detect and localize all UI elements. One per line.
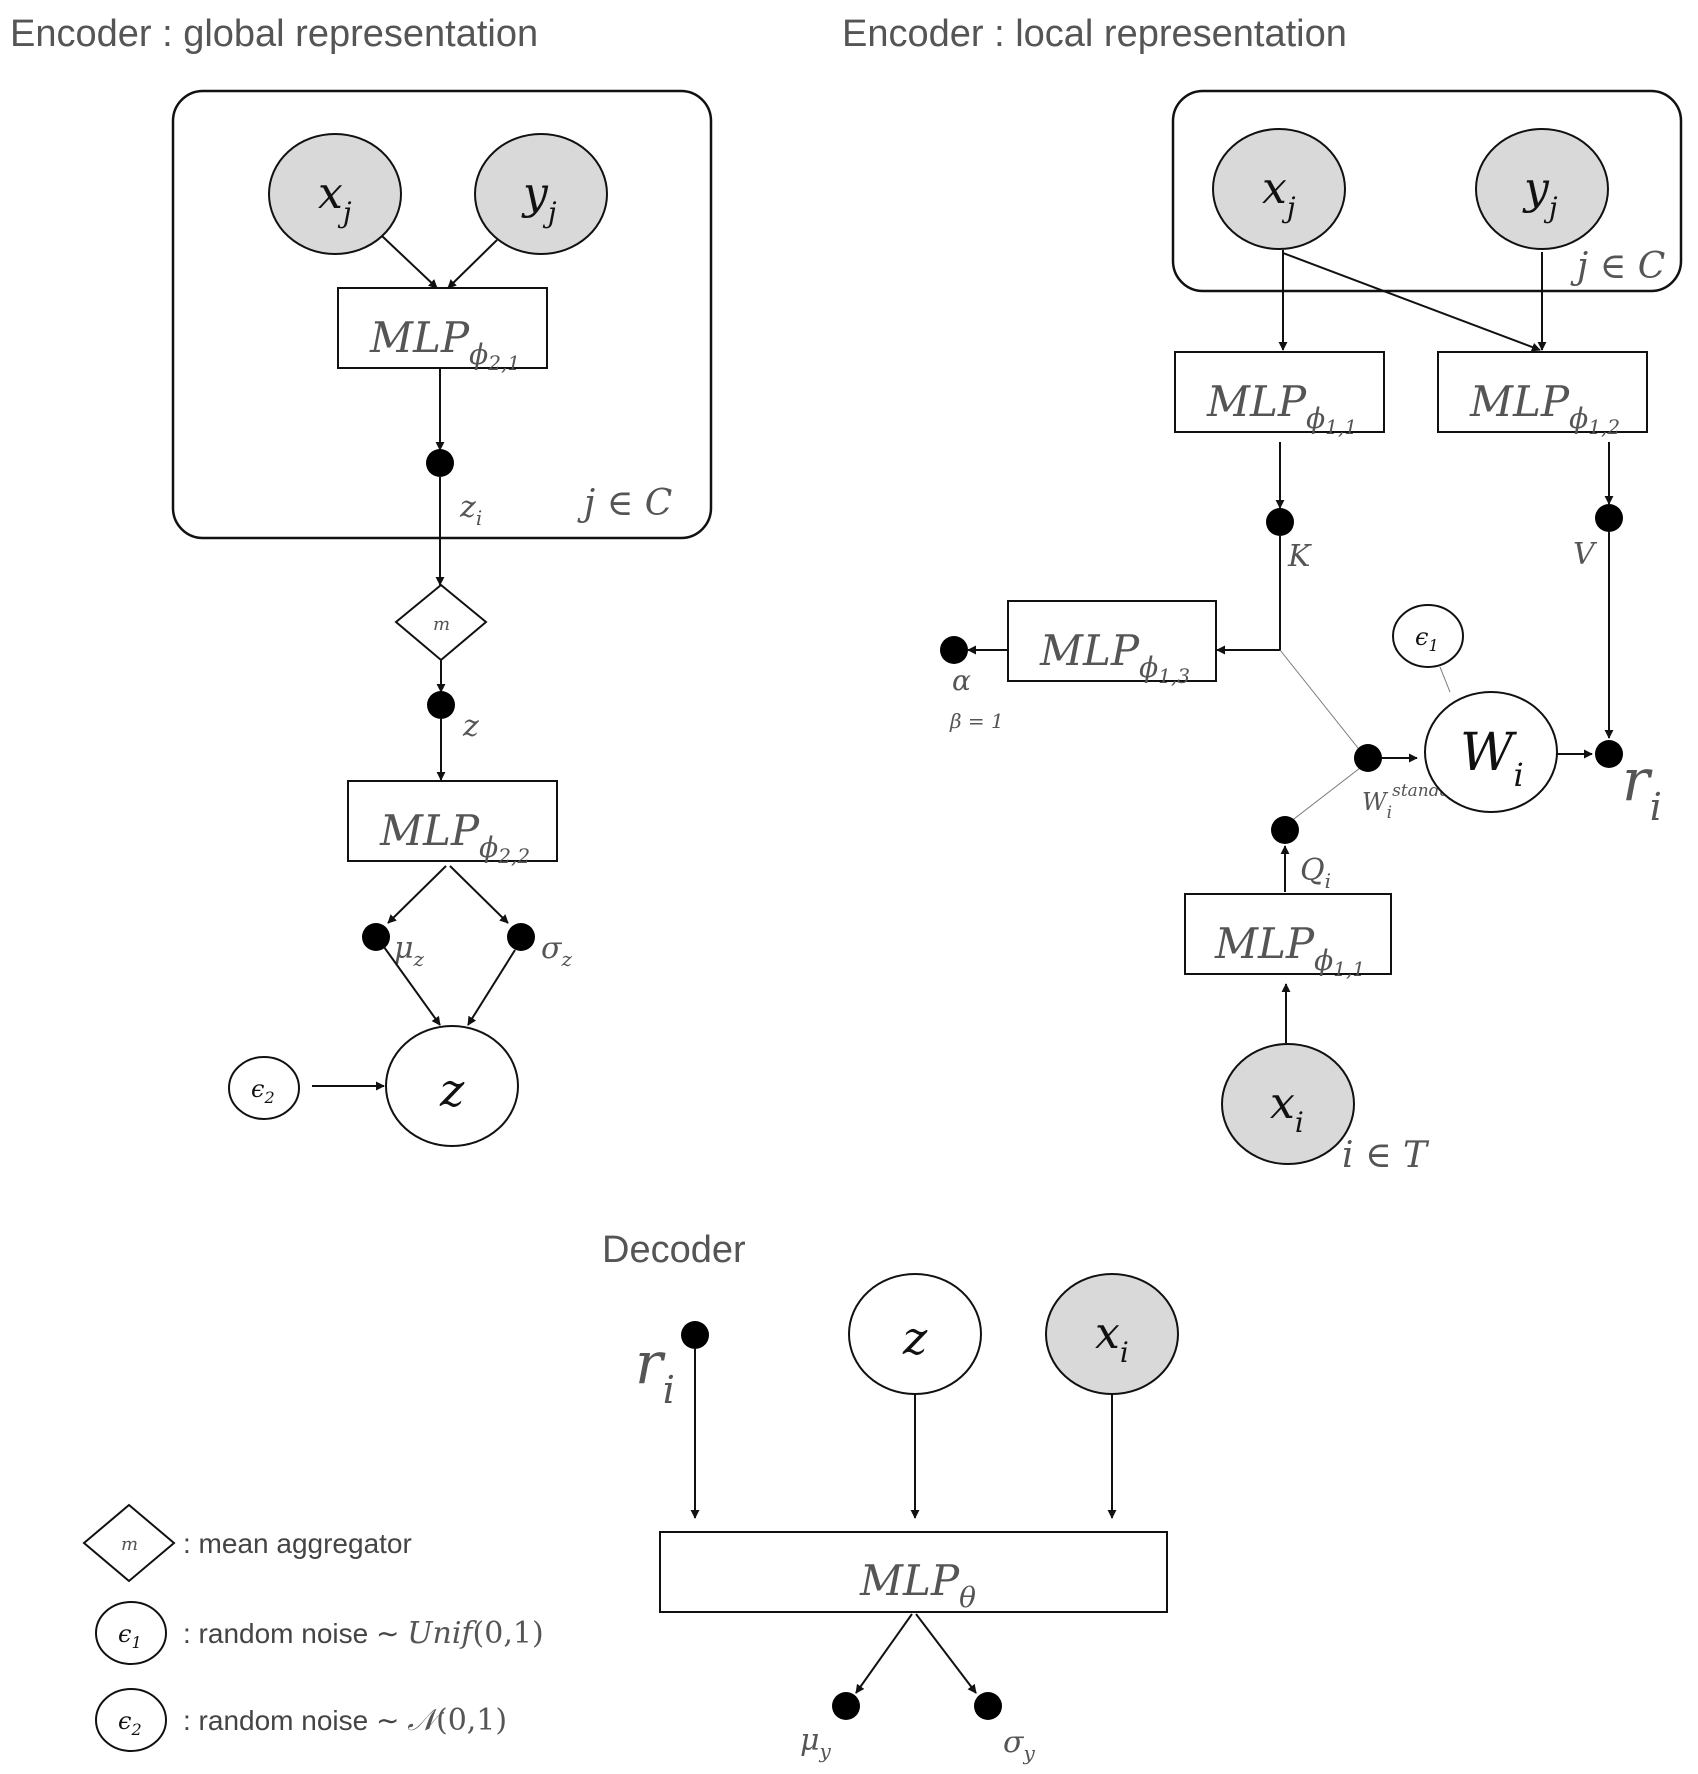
legend-aggregator-label: : mean aggregator [183, 1528, 412, 1559]
legend-eps2-node [95, 1688, 167, 1752]
node-W-label: Wi [1460, 723, 1524, 794]
node-eps1 [1392, 604, 1464, 668]
label-sigma-z: σz [541, 931, 572, 971]
edge-xj-mlp21 [381, 235, 438, 289]
node-yj-global [474, 133, 608, 255]
label-alpha: α [952, 664, 971, 697]
node-xj-global [268, 133, 402, 255]
aggregator-label: m [433, 614, 450, 635]
point-alpha [940, 636, 968, 664]
point-V [1595, 504, 1623, 532]
legend-eps1-node [95, 1601, 167, 1665]
node-xi-decoder-label: xi [1095, 1308, 1129, 1369]
label-mu-y: μy [800, 1723, 832, 1763]
point-sigma-y [974, 1692, 1002, 1720]
label-z-point: z [462, 709, 479, 744]
point-sigma-z [507, 923, 535, 951]
point-z [427, 691, 455, 719]
point-r-decoder [681, 1321, 709, 1349]
title-global-encoder: Encoder : global representation [10, 13, 538, 55]
label-plate-jC-global: j ∈ C [577, 483, 672, 524]
node-z-global-label: z [439, 1063, 465, 1117]
edge-xj-mlp12 [1282, 252, 1541, 352]
node-yj-local [1475, 128, 1609, 250]
legend-eps1-symbol: ϵ1 [118, 1620, 142, 1652]
legend-aggregator-symbol: m [121, 1534, 138, 1555]
plate-context-local [1171, 89, 1683, 293]
label-V: V [1573, 537, 1598, 572]
mlp-phi13-label: MLPϕ1,3 [1039, 626, 1190, 688]
mlp-phi11-box [1174, 351, 1385, 433]
mlp-phi13-box [1007, 600, 1217, 682]
label-zi: zi [459, 490, 482, 530]
label-plate-iT: i ∈ T [1342, 1135, 1430, 1176]
legend: m : mean aggregator ϵ1 : random noise ∼ … [82, 1503, 544, 1752]
edge-sigma-z [467, 949, 516, 1026]
mlp-phi11b-label: MLPϕ1,1 [1214, 919, 1365, 981]
legend-eps2-symbol: ϵ2 [118, 1707, 142, 1739]
node-eps2 [228, 1056, 300, 1120]
mlp-phi12-label: MLPϕ1,2 [1469, 377, 1620, 439]
mlp-phi21-box [337, 287, 548, 369]
label-sigma-y: σy [1003, 1725, 1035, 1765]
mlp-theta-label: MLPθ [859, 1556, 976, 1614]
label-K: K [1287, 539, 1312, 574]
label-plate-jC-local: j ∈ C [1570, 246, 1665, 287]
mlp-phi22-box [347, 780, 558, 862]
edge-mlptheta-mu [855, 1613, 913, 1694]
edge-mlp22-mu [387, 865, 447, 924]
mlp-phi11b-box [1184, 893, 1392, 975]
edge-mlptheta-sigma [915, 1613, 977, 1694]
edge-mu-z [383, 946, 441, 1026]
node-z-decoder-label: z [902, 1311, 928, 1365]
legend-aggregator-diamond [82, 1503, 176, 1583]
node-eps2-label: ϵ2 [251, 1075, 275, 1107]
label-mu-z: μz [394, 931, 425, 971]
edge-yj-mlp21 [447, 239, 498, 289]
global-encoder: xj yj MLPϕ2,1 zi j ∈ C m z MLPϕ2,2 μz σz… [171, 89, 713, 1147]
node-xj-local-label: xj [1262, 163, 1296, 224]
decoder: ri z xi MLPθ μy σy [635, 1273, 1179, 1765]
node-W [1424, 691, 1558, 813]
label-r-local: ri [1622, 746, 1662, 829]
edge-eps1-W [1439, 666, 1451, 693]
legend-eps2-label: : random noise ∼ 𝒩(0,1) [183, 1703, 507, 1738]
label-beta: β = 1 [949, 709, 1004, 733]
node-xi-local-label: xi [1270, 1078, 1304, 1139]
edge-K-Wstd [1279, 649, 1359, 749]
node-eps1-label: ϵ1 [1415, 623, 1439, 655]
mlp-theta-box [659, 1531, 1168, 1613]
point-r [1595, 740, 1623, 768]
point-W-standard [1354, 744, 1382, 772]
edge-K-mlp13 [1216, 536, 1281, 655]
point-mu-y [832, 1692, 860, 1720]
label-Q: Qi [1300, 853, 1331, 893]
mlp-phi12-box [1437, 351, 1648, 433]
title-local-encoder: Encoder : local representation [842, 13, 1347, 55]
point-K [1266, 508, 1294, 536]
node-xj-local [1212, 128, 1346, 250]
node-z-global [385, 1025, 519, 1147]
mlp-phi22-label: MLPϕ2,2 [379, 806, 530, 868]
edge-Q-Wstd [1289, 767, 1361, 823]
node-yj-local-label: yj [1522, 163, 1558, 224]
local-encoder: xj yj j ∈ C MLPϕ1,1 MLPϕ1,2 K V MLPϕ1,3 … [940, 89, 1683, 1176]
legend-eps1-label: : random noise ∼ Unif(0,1) [183, 1616, 544, 1651]
label-r-decoder: ri [635, 1329, 675, 1412]
point-mu-z [362, 923, 390, 951]
mlp-phi11-label: MLPϕ1,1 [1206, 377, 1357, 439]
edge-mlp22-sigma [449, 865, 509, 924]
node-xi-local [1221, 1043, 1355, 1165]
point-Q [1271, 816, 1299, 844]
point-zi [426, 449, 454, 477]
mlp-phi21-label: MLPϕ2,1 [369, 313, 520, 375]
plate-context-global [171, 89, 713, 540]
title-decoder: Decoder [602, 1229, 746, 1271]
